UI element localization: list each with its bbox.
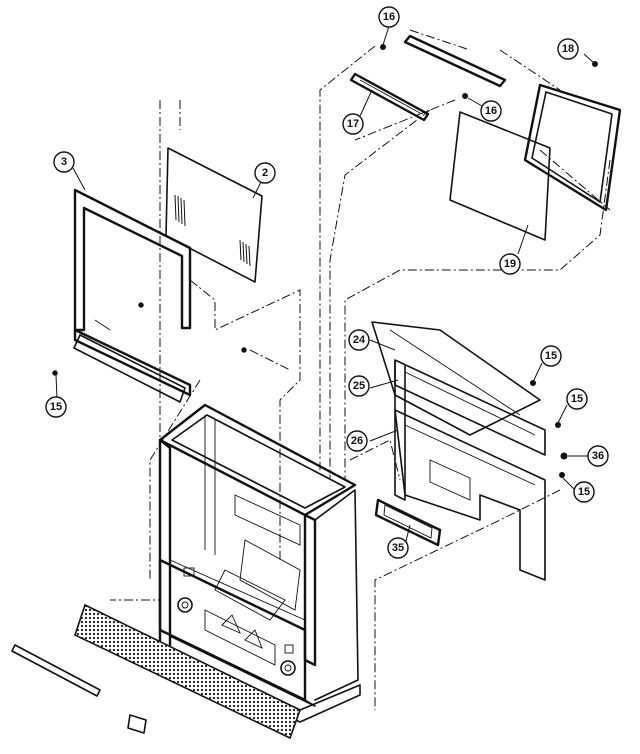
callout-label: 17 — [347, 118, 359, 130]
small-badge — [127, 714, 147, 734]
terminal-plate — [374, 498, 442, 547]
callout-label: 25 — [353, 380, 365, 392]
callout-label: 36 — [592, 450, 604, 462]
front-screen-frame — [52, 188, 247, 403]
bottom-trim-strip — [11, 644, 101, 697]
screw-icon — [555, 422, 561, 428]
top-trim-strip — [403, 34, 507, 88]
screws-rear — [530, 380, 568, 478]
callout-15-left: 15 — [45, 396, 67, 418]
callout-15-lower-right: 15 — [573, 481, 595, 503]
screw-icon — [380, 44, 386, 50]
callout-16-mid: 16 — [480, 100, 502, 122]
callout-label: 26 — [351, 435, 363, 447]
callout-label: 15 — [50, 401, 62, 413]
callout-label: 15 — [571, 393, 583, 405]
callout-15-right: 15 — [566, 388, 588, 410]
screw-icon — [530, 380, 536, 386]
callout-35: 35 — [387, 537, 409, 559]
screw-icon — [241, 347, 247, 353]
callout-26: 26 — [346, 430, 368, 452]
screw-icon — [462, 93, 468, 99]
top-bracket-strip — [349, 72, 430, 122]
mirror-frame — [523, 83, 622, 212]
screw-icon — [559, 472, 565, 478]
callout-label: 3 — [61, 156, 67, 168]
callout-2: 2 — [254, 162, 276, 184]
callout-18: 18 — [557, 38, 579, 60]
callout-label: 35 — [392, 542, 404, 554]
callout-3: 3 — [53, 151, 75, 173]
callout-24: 24 — [348, 329, 370, 351]
callout-label: 16 — [485, 105, 497, 117]
screw-icon — [138, 302, 144, 308]
callout-25: 25 — [348, 375, 370, 397]
callout-36: 36 — [587, 445, 609, 467]
rear-lower-panel — [394, 409, 546, 581]
callout-label: 24 — [353, 334, 366, 346]
rear-mid-panel — [394, 359, 546, 501]
callout-19: 19 — [499, 253, 521, 275]
callout-label: 15 — [578, 486, 590, 498]
mirror-panel — [449, 111, 551, 241]
screw-icon — [560, 452, 568, 460]
callout-label: 19 — [504, 258, 516, 270]
callout-label: 18 — [562, 43, 574, 55]
leader-lines — [55, 25, 595, 546]
screw-icon — [52, 370, 58, 376]
callout-label: 16 — [383, 11, 395, 23]
callout-label: 15 — [545, 350, 557, 362]
speaker-knob-right — [280, 660, 296, 676]
rear-cover-panel — [165, 147, 263, 283]
callout-15-upper-right: 15 — [540, 345, 562, 367]
rear-top-panel — [371, 321, 541, 436]
callout-label: 2 — [262, 167, 268, 179]
speaker-knob-left — [177, 597, 193, 613]
callout-16-top: 16 — [378, 6, 400, 28]
callout-17: 17 — [342, 113, 364, 135]
speaker-grille — [74, 603, 301, 740]
